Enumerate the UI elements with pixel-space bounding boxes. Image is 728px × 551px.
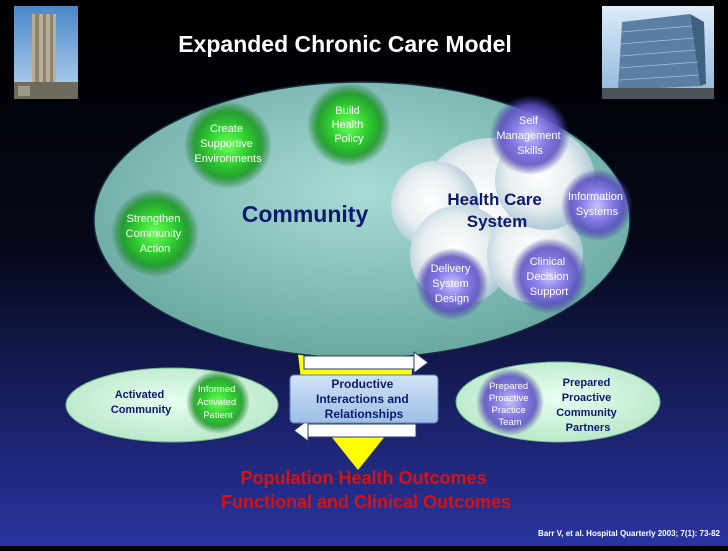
outcomes-text: Population Health Outcomes Functional an…: [221, 468, 511, 512]
svg-text:Strengthen Community: Strengthen Community Action: [126, 213, 185, 255]
prepared-proactive-oval: Prepared Proactive Practice Team Prepare…: [455, 361, 661, 443]
strengthen-community-action-node: Strengthen Community Action: [111, 189, 199, 277]
information-systems-node: Information Systems: [561, 169, 633, 241]
svg-text:Delivery System De: Delivery System Design: [431, 263, 474, 305]
activated-community-oval: Activated Community Informed Activated P…: [65, 367, 279, 443]
create-supportive-environments-node: Create Supportive Environments: [184, 101, 272, 189]
svg-text:Build Health Polic: Build Health Policy: [332, 105, 367, 145]
left-building-photo: [14, 6, 78, 99]
health-care-system-label: Health Care System: [447, 190, 546, 231]
informed-patient-node: [186, 370, 250, 434]
svg-text:Prepared Proactive: Prepared Proactive Practice Team: [489, 381, 531, 428]
self-management-skills-node: Self Management Skills: [490, 95, 570, 175]
svg-text:Clinical Decision: Clinical Decision Support: [526, 256, 571, 298]
community-label: Community: [242, 201, 369, 227]
svg-text:Self Management Sk: Self Management Skills: [496, 115, 563, 157]
prepared-community-partners-label: Prepared Proactive Community Partners: [556, 377, 620, 434]
interaction-arrow-left: [293, 419, 417, 442]
build-health-policy-node: Build Health Policy: [307, 83, 391, 167]
page-title: Expanded Chronic Care Model: [178, 31, 512, 57]
citation: Barr V, et al. Hospital Quarterly 2003; …: [538, 529, 721, 538]
svg-text:Productive Interactions: Productive Interactions and Relationship…: [316, 377, 412, 421]
interaction-arrow-right: [303, 351, 429, 374]
productive-interactions-box: Productive Interactions and Relationship…: [289, 374, 439, 424]
svg-text:Informed Activated: Informed Activated Patient: [197, 384, 239, 421]
prepared-practice-team-node: [476, 368, 544, 436]
svg-text:Create Supportive: Create Supportive Environments: [194, 123, 262, 165]
right-building-photo: [602, 6, 714, 99]
clinical-decision-support-node: Clinical Decision Support: [511, 238, 587, 314]
activated-community-label: Activated Community: [111, 389, 172, 416]
svg-text:Information Systems: Information Systems: [568, 191, 626, 218]
delivery-system-design-node: Delivery System Design: [416, 248, 488, 320]
